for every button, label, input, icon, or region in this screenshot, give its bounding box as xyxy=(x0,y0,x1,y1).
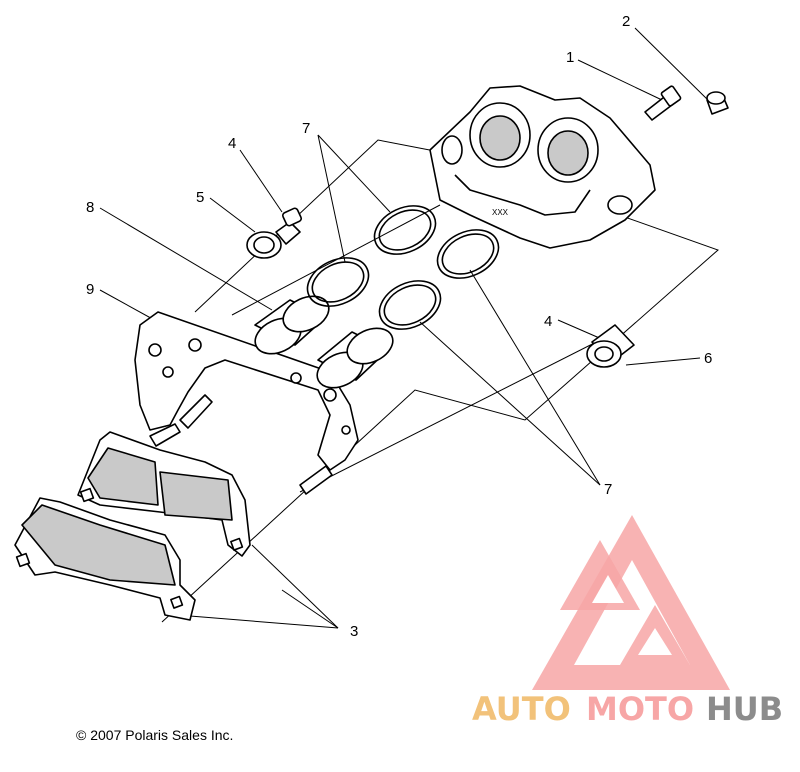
callout-1: 1 xyxy=(566,49,574,66)
callout-7-lower: 7 xyxy=(604,481,612,498)
callout-3: 3 xyxy=(350,623,358,640)
piston-seals xyxy=(306,205,500,330)
watermark-word-auto: AUTO xyxy=(472,690,571,728)
brake-pad-outer xyxy=(14,497,196,621)
leader-lines xyxy=(99,27,713,629)
brake-pad-inner xyxy=(77,431,251,557)
mounting-bracket xyxy=(134,311,359,495)
watermark-text: AUTO MOTO HUB xyxy=(472,690,783,728)
watermark-word-moto: MOTO xyxy=(586,690,694,728)
callout-4-lower: 4 xyxy=(544,313,552,330)
bleeder-screw xyxy=(644,85,682,121)
bleeder-cap xyxy=(706,91,729,115)
callout-8: 8 xyxy=(86,199,94,216)
callout-4-upper: 4 xyxy=(228,135,236,152)
callout-6: 6 xyxy=(704,350,712,367)
piston-lower xyxy=(316,327,394,389)
callout-9: 9 xyxy=(86,281,94,298)
watermark-logo xyxy=(532,515,730,690)
caliper-housing: XXX xyxy=(429,85,656,249)
housing-mark: XXX xyxy=(492,208,509,217)
watermark-word-hub: HUB xyxy=(706,690,783,728)
slide-pin-boot-left xyxy=(246,207,303,259)
callout-7-upper: 7 xyxy=(302,120,310,137)
callout-2: 2 xyxy=(622,13,630,30)
callout-5: 5 xyxy=(196,189,204,206)
callout-labels: 1 2 3 4 4 5 6 7 7 8 9 xyxy=(86,13,712,640)
copyright-text: © 2007 Polaris Sales Inc. xyxy=(76,727,233,743)
slide-pin-boot-right xyxy=(586,324,635,368)
piston-upper xyxy=(254,295,330,355)
